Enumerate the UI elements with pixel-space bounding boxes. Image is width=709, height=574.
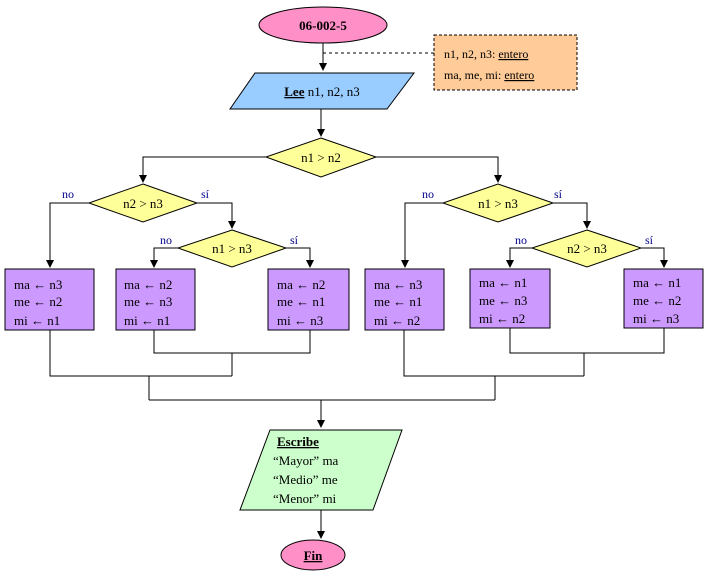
assign-line: mi ← n3 bbox=[277, 313, 323, 328]
decision-right-inner-yes-label: sí bbox=[645, 233, 654, 247]
decision-right-label: n1 > n3 bbox=[478, 196, 518, 211]
assign-line: me ← n2 bbox=[14, 294, 62, 309]
process-box-6: ma ← n1 me ← n2 mi ← n3 bbox=[623, 268, 704, 329]
process-box-2: ma ← n2 me ← n3 mi ← n1 bbox=[115, 268, 196, 331]
decision-main-label: n1 > n2 bbox=[301, 150, 341, 165]
decision-left: n2 > n3 bbox=[87, 183, 199, 223]
read-label: Lee n1, n2, n3 bbox=[284, 84, 359, 99]
decision-left-inner-yes-label: sí bbox=[290, 233, 299, 247]
assign-line: ma ← n2 bbox=[277, 277, 325, 292]
write-line: “Menor” mi bbox=[273, 491, 337, 506]
process-box-1: ma ← n3 me ← n2 mi ← n1 bbox=[4, 268, 95, 331]
assign-line: mi ← n1 bbox=[14, 313, 60, 328]
decision-left-label: n2 > n3 bbox=[123, 196, 163, 211]
assign-line: mi ← n2 bbox=[479, 311, 525, 326]
decision-right-inner-no-label: no bbox=[515, 233, 527, 247]
decision-right-inner: n2 > n3 bbox=[530, 229, 643, 268]
write-keyword: Escribe bbox=[277, 434, 319, 449]
assign-line: mi ← n2 bbox=[374, 313, 420, 328]
end-terminator: Fin bbox=[280, 539, 346, 571]
assign-line: ma ← n3 bbox=[14, 277, 62, 292]
assign-line: ma ← n2 bbox=[124, 277, 172, 292]
process-box-4: ma ← n3 me ← n1 mi ← n2 bbox=[364, 268, 445, 331]
assign-line: ma ← n1 bbox=[479, 275, 527, 290]
start-terminator: 06-002-5 bbox=[258, 6, 388, 44]
decision-right-no-label: no bbox=[422, 187, 434, 201]
decision-right-yes-label: sí bbox=[554, 187, 563, 201]
decision-right-inner-label: n2 > n3 bbox=[567, 241, 607, 256]
write-line: “Mayor” ma bbox=[273, 453, 339, 468]
decision-left-yes-label: sí bbox=[201, 187, 210, 201]
declaration-note: n1, n2, n3: entero ma, me, mi: entero bbox=[433, 34, 578, 91]
process-box-3: ma ← n2 me ← n1 mi ← n3 bbox=[267, 268, 350, 331]
connectors bbox=[46, 43, 668, 539]
start-label: 06-002-5 bbox=[299, 18, 347, 33]
write-line: “Medio” me bbox=[273, 472, 338, 487]
assign-line: mi ← n3 bbox=[633, 311, 679, 326]
start-shape bbox=[258, 6, 388, 44]
decision-left-inner-label: n1 > n3 bbox=[212, 241, 252, 256]
assign-line: me ← n1 bbox=[374, 294, 422, 309]
assign-line: me ← n3 bbox=[124, 294, 172, 309]
assign-line: ma ← n1 bbox=[633, 275, 681, 290]
note-line-1: n1, n2, n3: entero bbox=[444, 47, 528, 61]
assign-line: mi ← n1 bbox=[124, 313, 170, 328]
assign-line: me ← n3 bbox=[479, 293, 527, 308]
process-box-5: ma ← n1 me ← n3 mi ← n2 bbox=[469, 268, 551, 329]
end-label: Fin bbox=[304, 548, 324, 563]
decision-left-inner: n1 > n3 bbox=[176, 229, 288, 268]
decision-main: n1 > n2 bbox=[264, 137, 378, 178]
decision-right: n1 > n3 bbox=[441, 183, 555, 223]
assign-line: me ← n2 bbox=[633, 293, 681, 308]
decision-left-no-label: no bbox=[62, 187, 74, 201]
note-line-2: ma, me, mi: entero bbox=[444, 68, 534, 82]
write-output: Escribe “Mayor” ma “Medio” me “Menor” mi bbox=[239, 429, 403, 511]
assign-line: me ← n1 bbox=[277, 294, 325, 309]
decision-left-inner-no-label: no bbox=[160, 233, 172, 247]
read-input: Lee n1, n2, n3 bbox=[229, 72, 415, 110]
assign-line: ma ← n3 bbox=[374, 277, 422, 292]
